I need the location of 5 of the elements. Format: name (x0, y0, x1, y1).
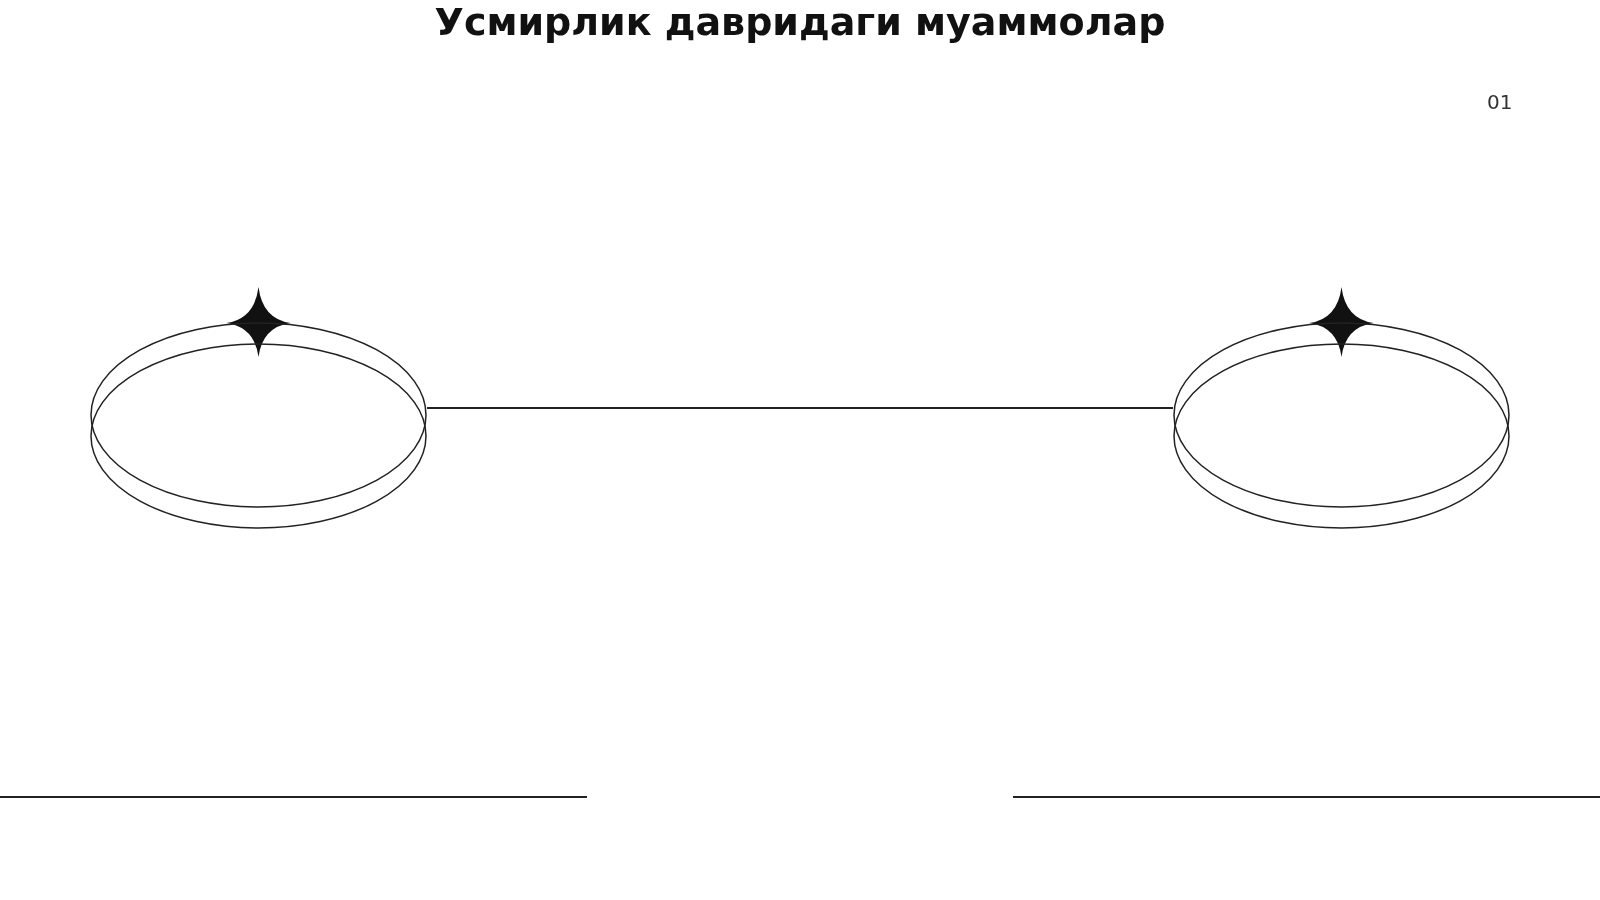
double-ellipse-ring (90, 321, 427, 530)
slide-title: Усмирлик давридаги муаммолар (434, 0, 1166, 44)
page-number: 01 (1487, 90, 1513, 114)
connector-line (426, 407, 1174, 409)
double-ellipse-ring (1173, 321, 1510, 530)
